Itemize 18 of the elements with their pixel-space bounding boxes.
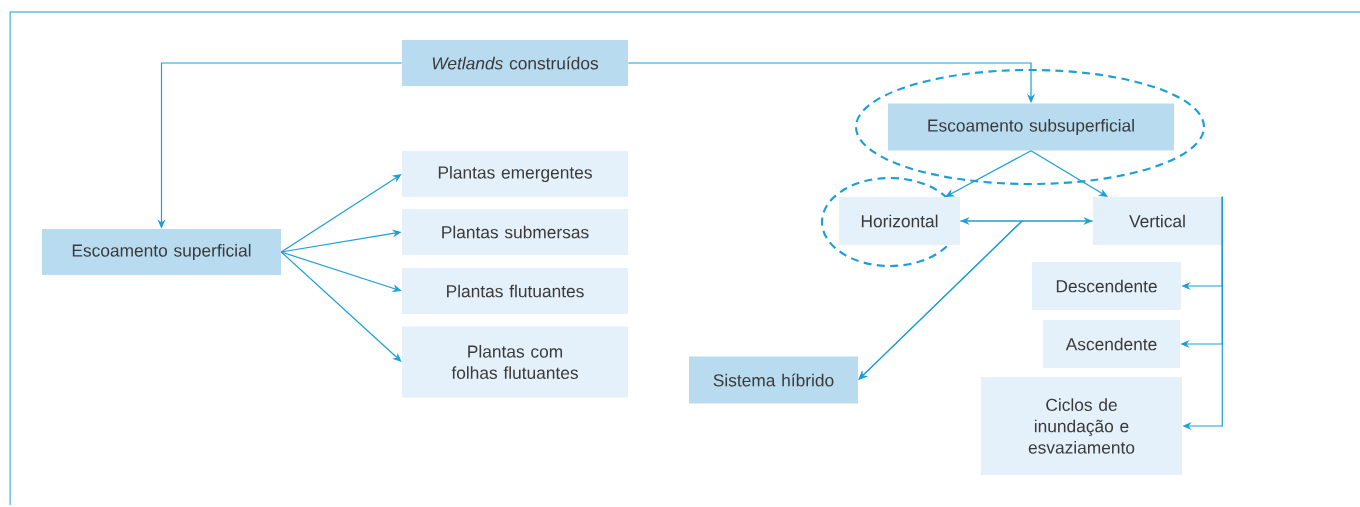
process-box: Plantas com folhas flutuantes <box>402 326 628 398</box>
arrow <box>280 251 402 362</box>
process-box: Plantas flutuantes <box>402 268 628 314</box>
process-box: Ciclos de inundação e esvaziamento <box>981 377 1182 475</box>
process-box: Plantas submersas <box>402 209 628 255</box>
process-box: Escoamento superficial <box>42 229 281 275</box>
process-box: Horizontal <box>839 197 960 245</box>
arrow <box>858 220 1094 380</box>
process-box: Descendente <box>1032 262 1181 310</box>
arrow <box>945 150 1032 197</box>
process-box: Sistema híbrido <box>689 356 858 404</box>
arrow <box>280 174 402 253</box>
process-box: Vertical <box>1093 197 1222 245</box>
process-box: Wetlands construídos <box>402 40 628 86</box>
process-box: Escoamento subsuperficial <box>888 103 1174 151</box>
arrow <box>1030 150 1108 197</box>
process-box: Ascendente <box>1043 320 1180 368</box>
process-box: Plantas emergentes <box>402 151 628 197</box>
